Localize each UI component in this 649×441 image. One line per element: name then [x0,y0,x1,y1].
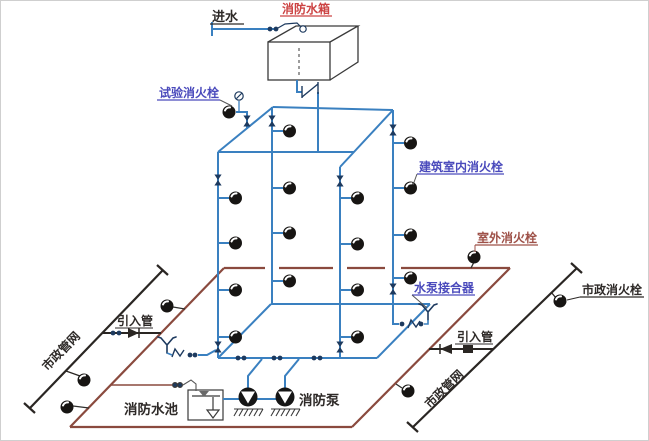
pump-adapter-right [399,303,438,329]
water-level-icon [199,391,209,397]
label-municipal-network-left: 市政管网 [39,328,83,373]
foot-valve-icon [205,409,221,419]
municipal-hydrants [76,293,568,388]
label-water-inlet: 进水 [212,9,239,25]
pump-bases [233,408,301,417]
outdoor-ring-main [69,266,511,429]
indoor-hydrants [221,104,418,345]
municipal-main-left [23,264,169,414]
fire-pump-icon [275,387,295,407]
label-fire-water-tank: 消防水箱 [282,1,330,16]
pressure-gauge-icon [234,91,244,101]
label-pump-adapter: 水泵接合器 [414,280,475,295]
labels: 进水 消防水箱 试验消火栓 建筑室内消火栓 室外消火栓 水泵接合器 市政消火栓 … [39,1,644,418]
tank-check-valve [301,82,319,98]
label-municipal-fire-hydrant: 市政消火栓 [582,282,642,297]
label-fire-pump: 消防泵 [299,392,340,409]
pump-piping [223,358,300,400]
label-inlet-pipe-right: 引入管 [457,329,493,344]
fire-water-tank [267,25,361,81]
label-municipal-network-right: 市政管网 [421,367,466,411]
test-hydrant-icon [221,104,237,120]
label-test-fire-hydrant: 试验消火栓 [159,85,219,100]
tank-outlet-pipe [296,80,319,152]
label-outdoor-fire-hydrant: 室外消火栓 [477,230,537,245]
fire-pump-icon [238,387,258,407]
pump-adapter-pipe-left [198,349,217,356]
gate-valve-icon [463,345,473,353]
label-fire-water-pool: 消防水池 [124,401,178,418]
pump-adapter-left [157,336,198,358]
bottom-ring-main [217,303,431,359]
service-inlet-right [429,344,493,354]
fire-pool [172,379,224,421]
label-inlet-pipe-left: 引入管 [117,313,153,328]
top-ring-main [217,106,394,168]
municipal-main-right [406,262,583,433]
check-valve-icon [128,328,139,338]
service-inlet-left [102,328,161,338]
float-valve-icon [277,22,307,33]
label-indoor-fire-hydrant: 建筑室内消火栓 [418,159,503,174]
check-valve-icon [440,344,452,354]
